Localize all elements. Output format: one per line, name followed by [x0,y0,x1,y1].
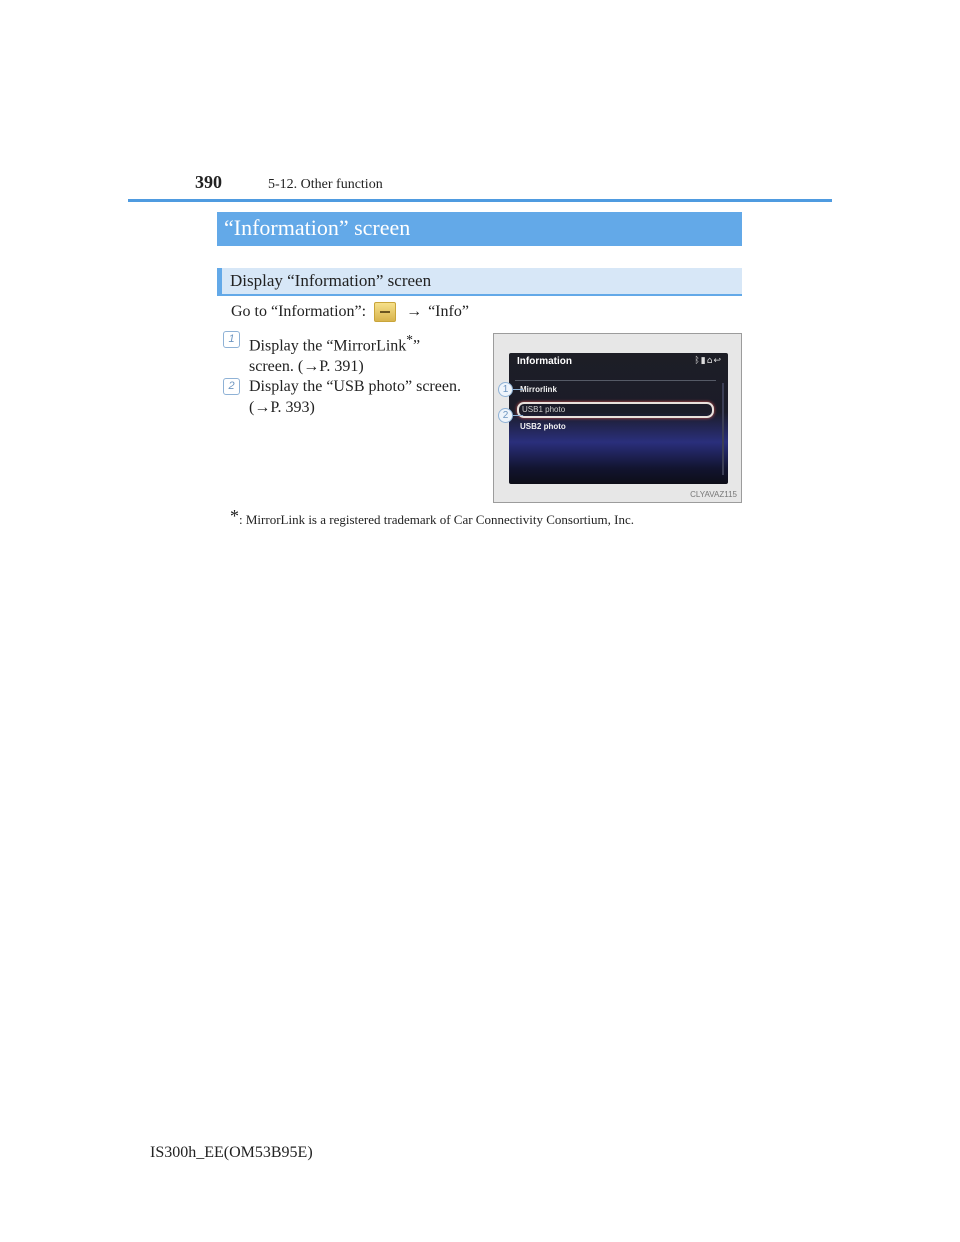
menu-item-usb2-photo[interactable]: USB2 photo [520,422,566,431]
subheading-text: Display “Information” screen [230,271,432,290]
screen-scrollbar [722,383,724,475]
step-1: 1 Display the “MirrorLink*” screen. (→P.… [223,329,485,377]
footnote-asterisk: * [230,506,239,526]
step-1-line1: Display the “MirrorLink [249,337,407,355]
callout-1: 1 [498,382,513,397]
header-rule [128,199,832,202]
subheading: Display “Information” screen [217,268,742,296]
menu-item-usb1-photo[interactable]: USB1 photo [517,402,714,418]
section-title-text: “Information” screen [224,215,411,240]
goto-prefix: Go to “Information”: [231,303,367,320]
step-2-ref-arrow: → [254,399,271,416]
footnote-text: : MirrorLink is a registered trademark o… [239,512,634,527]
section-title: “Information” screen [217,212,742,246]
section-reference: 5-12. Other function [268,177,383,192]
footnote: *: MirrorLink is a registered trademark … [230,506,634,528]
callout-line-2 [513,415,523,416]
screen-title: Information [517,356,572,367]
step-1-line2: screen. ( [249,358,304,376]
page-link-391[interactable]: P. 391) [319,358,364,376]
image-code: CLYAVAZ115 [690,490,737,499]
goto-info: “Info” [428,303,469,320]
callout-2: 2 [498,408,513,423]
step-text-2: Display the “USB photo” screen. (→P. 393… [249,376,485,418]
page-link-393[interactable]: P. 393) [270,399,315,416]
information-screen-illustration: Information ᛒ▮⌂↩ Mirrorlink USB1 photo U… [493,333,742,503]
step-1-line1-end: ” [412,337,421,355]
step-text-1: Display the “MirrorLink*” screen. (→P. 3… [249,329,485,377]
step-2: 2 Display the “USB photo” screen. (→P. 3… [223,376,485,418]
menu-button-icon [374,302,397,322]
display-screen: Information ᛒ▮⌂↩ Mirrorlink USB1 photo U… [509,353,728,484]
step-number-2: 2 [223,378,240,395]
goto-arrow: → [406,303,423,320]
screen-divider [515,380,716,381]
step-2-line1: Display the “USB photo” screen. [249,378,461,395]
page-number: 390 [195,172,222,192]
mirrorlink-asterisk: * [406,332,413,347]
menu-item-mirrorlink[interactable]: Mirrorlink [520,385,557,394]
callout-line-1 [513,389,523,390]
goto-instruction: Go to “Information”: → “Info” [231,302,469,322]
status-icons: ᛒ▮⌂↩ [694,356,722,366]
step-number-1: 1 [223,331,240,348]
document-code: IS300h_EE(OM53B95E) [150,1144,313,1161]
step-1-ref-arrow: → [303,358,320,376]
step-2-line2: ( [249,399,255,416]
